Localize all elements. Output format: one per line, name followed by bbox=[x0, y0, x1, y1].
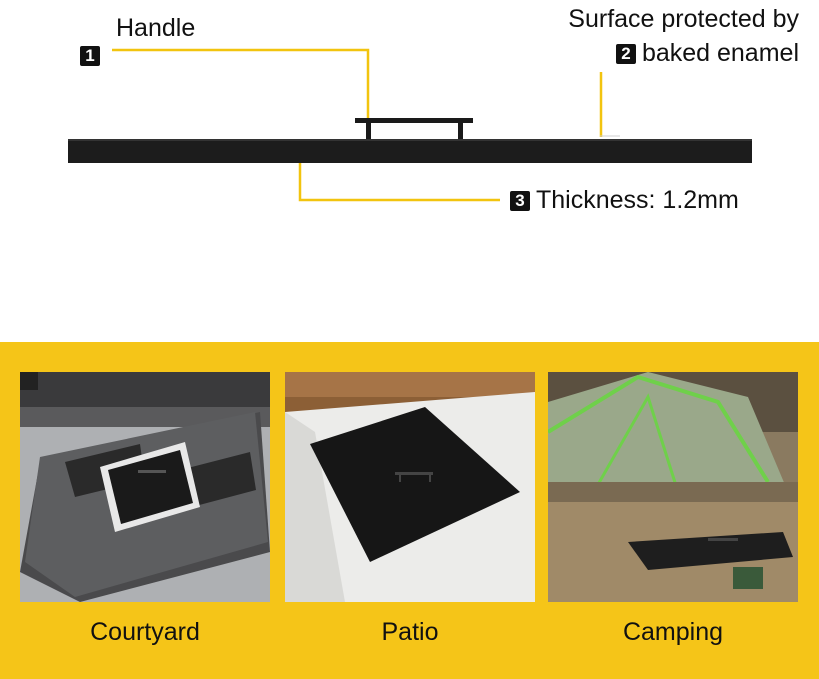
lid-handle bbox=[355, 118, 473, 139]
handle-label: Handle bbox=[116, 14, 196, 42]
courtyard-caption: Courtyard bbox=[90, 618, 200, 646]
handle-callout: Handle 1 bbox=[80, 14, 195, 70]
thickness-number-badge: 3 bbox=[510, 191, 530, 211]
surface-label-line1: Surface protected by bbox=[568, 5, 799, 33]
thickness-label: Thickness: 1.2mm bbox=[536, 186, 739, 214]
handle-leader-line bbox=[112, 48, 370, 120]
lid-plate bbox=[68, 139, 752, 163]
lid-profile-diagram bbox=[68, 48, 752, 202]
courtyard-image bbox=[20, 372, 270, 602]
patio-image bbox=[285, 372, 535, 602]
thickness-leader-line bbox=[298, 148, 500, 202]
camping-caption: Camping bbox=[622, 618, 724, 646]
patio-caption: Patio bbox=[381, 618, 439, 646]
handle-number-badge: 1 bbox=[80, 46, 100, 66]
surface-number-badge: 2 bbox=[615, 44, 636, 64]
thickness-callout: 3 Thickness: 1.2mm bbox=[510, 186, 739, 215]
surface-label-line2: baked enamel bbox=[641, 39, 799, 67]
camping-image bbox=[548, 372, 798, 602]
